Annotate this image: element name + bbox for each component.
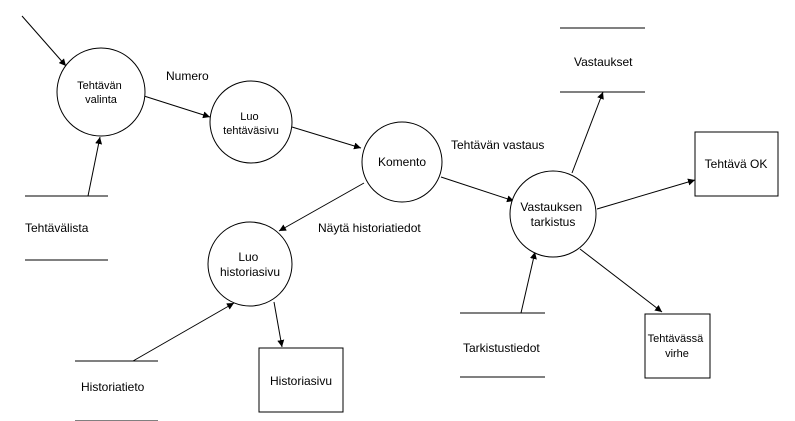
store-tehtavalista-label: Tehtävälista: [25, 221, 89, 235]
flow-historiasivu-proc-to-historiasivu: [273, 301, 285, 348]
flow-tarkistus-to-vastaukset: [571, 91, 604, 174]
svg-text:Komento: Komento: [378, 155, 426, 169]
process-luo-tehtavasivu-line2: tehtäväsivu: [223, 125, 279, 137]
store-tarkistustiedot-label: Tarkistustiedot: [463, 341, 540, 355]
svg-text:Tehtävässä virhe: Tehtävässä virhe: [648, 333, 707, 360]
store-vastaukset: Vastaukset: [560, 27, 645, 93]
entity-historiasivu: Historiasivu: [258, 347, 344, 413]
process-tehtavan-valinta-line1: Tehtävän: [77, 80, 122, 92]
process-vastauksen-tarkistus-line2: tarkistus: [531, 215, 576, 229]
svg-text:Vastauksen tarkistus: Vastauksen tarkistus: [520, 200, 585, 229]
flow-label-numero: Numero: [166, 69, 209, 83]
process-luo-historiasivu: Luo historiasivu: [207, 221, 293, 307]
process-tehtavan-valinta: Tehtävän valinta: [56, 47, 146, 137]
process-luo-tehtavasivu-line1: Luo: [240, 111, 258, 123]
process-luo-historiasivu-line1: Luo: [238, 250, 258, 264]
entity-historiasivu-label: Historiasivu: [270, 374, 332, 388]
store-vastaukset-label: Vastaukset: [574, 55, 633, 69]
svg-text:Luo historiasivu: Luo historiasivu: [220, 250, 280, 279]
flow-tehtavan-vastaus: [440, 176, 515, 203]
store-historiatieto: Historiatieto: [75, 360, 158, 421]
store-tehtavalista: Tehtävälista: [25, 195, 108, 261]
flow-nayta-historiatiedot: [278, 182, 365, 232]
process-komento-line1: Komento: [378, 155, 426, 169]
flow-tarkistus-to-ok: [596, 178, 696, 210]
process-luo-tehtavasivu: Luo tehtäväsivu: [209, 80, 293, 164]
process-komento: Komento: [361, 121, 443, 203]
entity-tehtava-ok-label: Tehtävä OK: [705, 157, 768, 171]
entity-tehtavassa-virhe-line1: Tehtävässä: [648, 333, 705, 345]
flow-numero: [143, 95, 211, 119]
flow-tehtavalista-to-valinta: [87, 136, 103, 197]
process-tehtavan-valinta-line2: valinta: [85, 94, 118, 106]
flow-tarkistustiedot-to-tarkistus: [520, 251, 537, 314]
process-luo-historiasivu-line2: historiasivu: [220, 265, 280, 279]
process-vastauksen-tarkistus: Vastauksen tarkistus: [509, 170, 597, 258]
entity-tehtavassa-virhe: Tehtävässä virhe: [644, 313, 711, 379]
store-historiatieto-label: Historiatieto: [81, 380, 145, 394]
svg-text:Tehtävän valinta: Tehtävän valinta: [77, 80, 125, 106]
entity-tehtavassa-virhe-line2: virhe: [665, 348, 689, 360]
flow-historiatieto-to-historiasivu-proc: [132, 302, 235, 362]
store-tarkistustiedot: Tarkistustiedot: [460, 312, 545, 378]
flow-label-nayta-historiatiedot: Näytä historiatiedot: [318, 221, 421, 235]
flow-tarkistus-to-virhe: [579, 248, 663, 313]
svg-text:Luo tehtäväsivu: Luo tehtäväsivu: [223, 111, 279, 137]
process-vastauksen-tarkistus-line1: Vastauksen: [520, 200, 582, 214]
flow-tehtavasivu-to-komento: [291, 126, 362, 150]
flow-incoming: [21, 15, 67, 67]
entity-tehtava-ok: Tehtävä OK: [694, 131, 779, 197]
flow-label-tehtavan-vastaus: Tehtävän vastaus: [451, 138, 544, 152]
